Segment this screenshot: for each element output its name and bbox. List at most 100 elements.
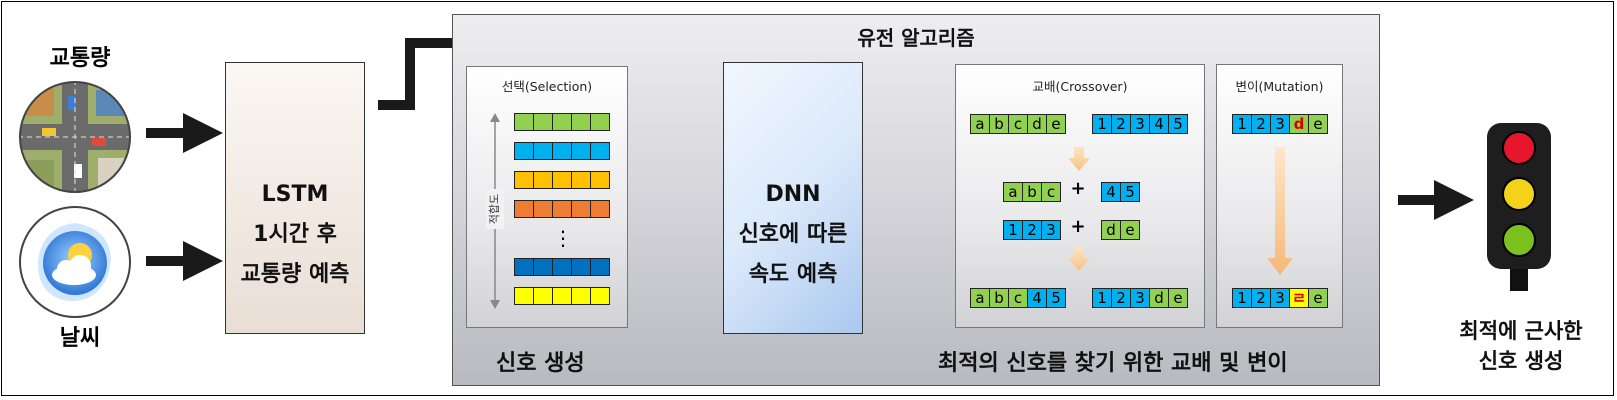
gene-cell: c — [1008, 288, 1028, 308]
gene-cell: 5 — [1168, 114, 1188, 134]
gene-cell: ㄹ — [1289, 288, 1309, 308]
chromosome-gene — [571, 287, 591, 305]
chromosome-gene — [590, 200, 610, 218]
gene-cell: e — [1308, 288, 1328, 308]
selection-chromosome-bar — [514, 287, 610, 305]
chromosome-gene — [552, 171, 572, 189]
chromosome-gene — [590, 113, 610, 131]
chromosome-gene — [514, 258, 534, 276]
gene-cell: 3 — [1041, 220, 1061, 240]
selection-title: 선택(Selection) — [501, 79, 593, 94]
gene-cell: 2 — [1251, 114, 1271, 134]
output-label: 최적에 근사한 신호 생성 — [1436, 316, 1606, 376]
gene-cell: e — [1120, 220, 1140, 240]
lstm-title: LSTM — [261, 182, 329, 207]
chromosome-gene — [552, 200, 572, 218]
gene-cell: 5 — [1120, 182, 1140, 202]
chromosome-gene — [571, 171, 591, 189]
chromosome-gene — [533, 113, 553, 131]
selection-chromosome-bar — [514, 258, 610, 276]
gene-cell: b — [1022, 182, 1042, 202]
gene-cell: 5 — [1046, 288, 1066, 308]
crossover-panel — [955, 64, 1205, 328]
down-arrow-icon — [1068, 247, 1090, 271]
chromosome-gene — [514, 142, 534, 160]
traffic-intersection-icon — [19, 81, 131, 193]
traffic-label: 교통량 — [49, 46, 111, 71]
crossover-title: 교배(Crossover) — [1032, 79, 1128, 94]
chromosome-gene — [533, 142, 553, 160]
chromosome-gene — [590, 142, 610, 160]
lstm-subtitle: 1시간 후 — [253, 222, 337, 247]
gene-cell: 2 — [1111, 114, 1131, 134]
down-arrow-icon — [1267, 147, 1293, 275]
selection-chromosome-bar — [514, 200, 610, 218]
gene-cell: 1 — [1003, 220, 1023, 240]
gene-cell: 2 — [1111, 288, 1131, 308]
gene-cell: a — [970, 288, 990, 308]
gene-cell: 4 — [1149, 114, 1169, 134]
chromosome-gene — [571, 200, 591, 218]
chromosome-gene — [514, 171, 534, 189]
chromosome-gene — [533, 287, 553, 305]
gene-cell: 1 — [1092, 288, 1112, 308]
gene-cell: c — [1041, 182, 1061, 202]
gene-cell: c — [1008, 114, 1028, 134]
selection-chromosome-bar — [514, 142, 610, 160]
gene-cell: b — [989, 288, 1009, 308]
gene-cell: 3 — [1270, 114, 1290, 134]
chromosome-gene — [590, 287, 610, 305]
dnn-description: 속도 예측 — [748, 262, 838, 287]
dnn-subtitle: 신호에 따른 — [738, 222, 848, 247]
chromosome-gene — [590, 258, 610, 276]
gene-cell: d — [1149, 288, 1169, 308]
fitness-label: 적합도 — [486, 189, 504, 229]
down-arrow-icon — [1068, 147, 1090, 171]
gene-cell: 4 — [1027, 288, 1047, 308]
signal-generation-caption: 신호 생성 — [496, 351, 585, 376]
gene-cell: 3 — [1130, 114, 1150, 134]
plus-sign: + — [1070, 178, 1086, 199]
lstm-box: LSTM 1시간 후 교통량 예측 — [225, 62, 365, 334]
dnn-box: DNN 신호에 따른 속도 예측 — [723, 62, 863, 334]
chromosome-gene — [590, 171, 610, 189]
traffic-light-icon — [1487, 123, 1551, 291]
gene-cell: e — [1046, 114, 1066, 134]
chromosome-gene — [571, 258, 591, 276]
gene-cell: a — [1003, 182, 1023, 202]
chromosome-gene — [552, 113, 572, 131]
gene-cell: 3 — [1270, 288, 1290, 308]
gene-cell: 1 — [1232, 288, 1252, 308]
gene-cell: 3 — [1130, 288, 1150, 308]
gene-cell: 1 — [1092, 114, 1112, 134]
chromosome-gene — [533, 258, 553, 276]
chromosome-gene — [514, 287, 534, 305]
gene-cell: d — [1289, 114, 1309, 134]
selection-chromosome-bar — [514, 113, 610, 131]
gene-cell: d — [1027, 114, 1047, 134]
gene-cell: d — [1101, 220, 1121, 240]
gene-cell: 2 — [1022, 220, 1042, 240]
plus-sign: + — [1070, 216, 1086, 237]
selection-chromosome-bar — [514, 171, 610, 189]
chromosome-gene — [533, 200, 553, 218]
gene-cell: a — [970, 114, 990, 134]
weather-icon — [19, 206, 131, 318]
chromosome-gene — [552, 142, 572, 160]
crossover-mutation-caption: 최적의 신호를 찾기 위한 교배 및 변이 — [938, 351, 1288, 376]
output-label-line1: 최적에 근사한 — [1459, 319, 1583, 343]
dnn-title: DNN — [765, 182, 821, 207]
gene-cell: 4 — [1101, 182, 1121, 202]
lstm-description: 교통량 예측 — [240, 262, 350, 287]
chromosome-gene — [571, 113, 591, 131]
chromosome-gene — [552, 258, 572, 276]
weather-label: 날씨 — [59, 326, 101, 351]
chromosome-gene — [552, 287, 572, 305]
gene-cell: b — [989, 114, 1009, 134]
gene-cell: e — [1168, 288, 1188, 308]
gene-cell: 2 — [1251, 288, 1271, 308]
ga-title: 유전 알고리즘 — [857, 26, 975, 50]
selection-ellipsis: ⋮ — [553, 226, 573, 250]
